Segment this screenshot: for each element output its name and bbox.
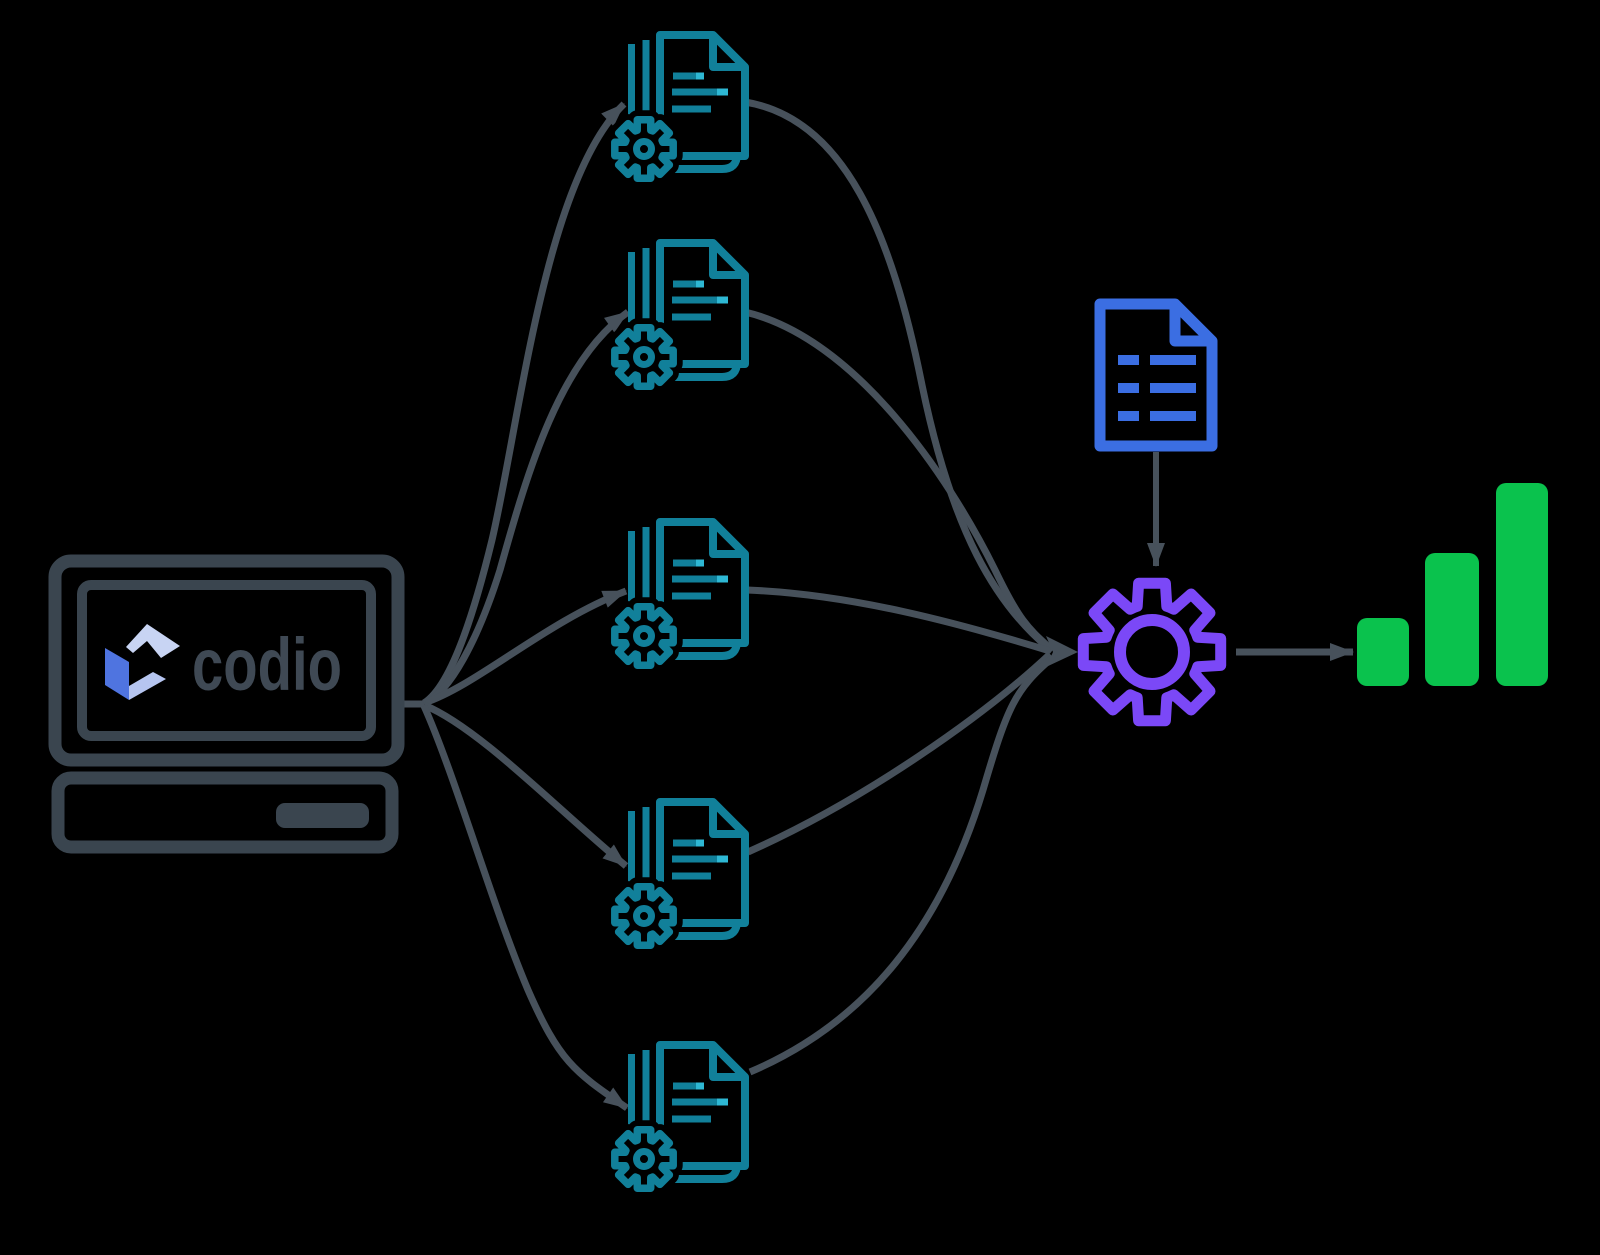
submission-doc-icon-1: [615, 35, 745, 178]
gear-hub: [1114, 614, 1190, 690]
submission-doc-icon-4: [615, 802, 745, 945]
converging-arrowhead: [1046, 636, 1078, 667]
settings-doc-text-lines: [1118, 355, 1196, 421]
settings-doc-fold: [1169, 304, 1212, 347]
edge-laptop-doc3: [422, 587, 628, 707]
laptop-screen-outer: [48, 554, 405, 767]
laptop-base: [51, 771, 399, 854]
edge-laptop-doc4: [422, 701, 629, 869]
processing-gear-icon: [1077, 577, 1227, 727]
submission-doc-icon-3: [615, 522, 745, 665]
codio-cube-bottom-face: [129, 672, 166, 700]
settings-doc-outline: [1094, 298, 1218, 452]
edge-doc1-gear: [744, 98, 1055, 654]
laptop-base-slot: [276, 803, 369, 828]
laptop-screen-inner: [77, 580, 376, 741]
codio-logo-icon: [105, 624, 180, 700]
edge-doc5-gear: [748, 655, 1055, 1076]
chart-bar-large: [1496, 483, 1548, 686]
submission-doc-icon-2: [615, 243, 745, 386]
chart-bar-small: [1357, 618, 1409, 686]
codio-cube-left-face: [105, 648, 129, 700]
codio-wordmark: codio: [192, 623, 342, 706]
codio-computer-node: codio: [48, 554, 405, 854]
edge-laptop-doc2: [422, 309, 631, 708]
edge-doc3-gear: [746, 586, 1052, 655]
edges-laptop-to-submissions: [402, 101, 631, 1111]
edge-laptop-doc5: [420, 704, 629, 1111]
edge-laptop-doc1: [421, 101, 627, 706]
edge-doc4-gear: [746, 651, 1053, 856]
submission-doc-icon-5: [615, 1045, 745, 1188]
chart-bar-medium: [1425, 553, 1479, 686]
results-bar-chart-icon: [1357, 483, 1548, 686]
edges-submissions-to-gear: [744, 98, 1078, 1076]
gear-teeth: [1077, 577, 1227, 727]
edge-doc2-gear: [744, 308, 1055, 653]
codio-cube-top-face: [126, 624, 180, 658]
settings-document-icon: [1094, 298, 1218, 452]
